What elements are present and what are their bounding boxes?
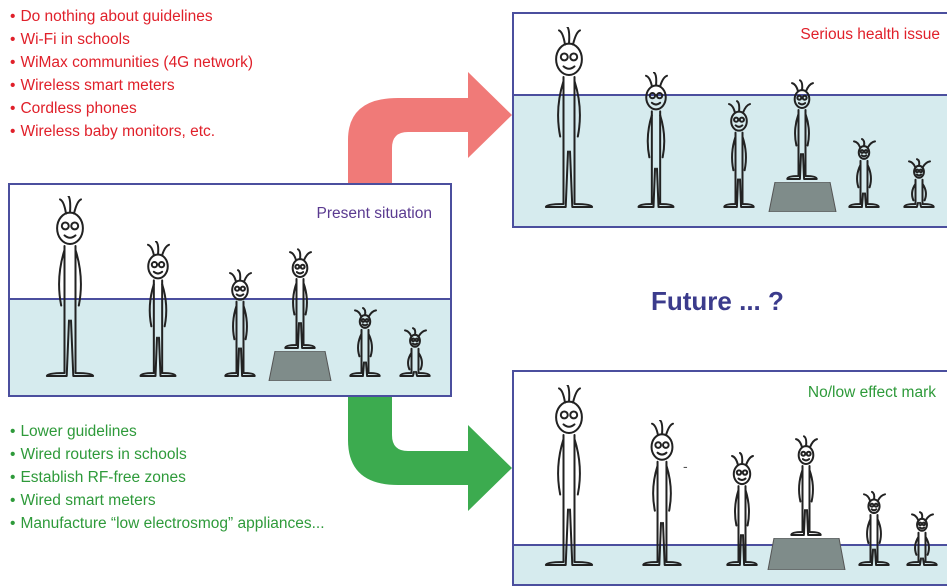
person-figure: [848, 138, 880, 208]
red-arrow: [348, 72, 512, 183]
person-figure: [399, 327, 431, 377]
list-item: Wi-Fi in schools: [10, 28, 253, 51]
person-figure: [544, 385, 594, 566]
person-figure: [790, 435, 822, 536]
panel-title: Serious health issue: [800, 26, 940, 43]
pedestal: [767, 538, 845, 570]
pedestal: [768, 182, 836, 212]
person-figure: [224, 269, 256, 377]
list-item: Lower guidelines: [10, 420, 325, 443]
person-figure: [284, 248, 316, 349]
person-figure: [139, 241, 177, 377]
list-item: Cordless phones: [10, 97, 253, 120]
person-figure: [544, 27, 594, 208]
water-level: [10, 298, 450, 395]
person-figure: [786, 79, 818, 180]
list-item: Manufacture “low electrosmog” appliances…: [10, 512, 324, 535]
stray-mark: -: [683, 458, 688, 474]
person-figure: [45, 196, 95, 377]
person-figure: [726, 452, 758, 566]
list-item: Wireless smart meters: [10, 74, 253, 97]
pedestal: [268, 351, 332, 381]
panel-title: Present situation: [316, 205, 432, 222]
wireless-actions-list: Do nothing about guidelines Wi-Fi in sch…: [10, 5, 253, 143]
person-figure: [637, 72, 675, 208]
person-figure: [723, 100, 755, 208]
list-item: Wireless baby monitors, etc.: [10, 120, 253, 143]
no-effect-panel: No/low effect mark: [512, 370, 947, 586]
person-figure: [906, 511, 938, 566]
list-item: Wired smart meters: [10, 489, 325, 512]
serious-health-panel: Serious health issue: [512, 12, 947, 228]
person-figure: [903, 158, 935, 208]
green-arrow: [348, 397, 512, 511]
list-item: Wired routers in schools: [10, 443, 325, 466]
panel-title: No/low effect mark: [807, 384, 936, 401]
future-question: Future ... ?: [651, 286, 784, 316]
wired-actions-list: Lower guidelines Wired routers in school…: [10, 420, 325, 535]
list-item: Do nothing about guidelines: [10, 5, 253, 28]
person-figure: [349, 307, 381, 377]
present-situation-panel: Present situation: [8, 183, 452, 397]
list-item: Establish RF-free zones: [10, 466, 325, 489]
list-item: WiMax communities (4G network): [10, 51, 253, 74]
person-figure: [858, 490, 890, 566]
person-figure: [642, 420, 682, 566]
